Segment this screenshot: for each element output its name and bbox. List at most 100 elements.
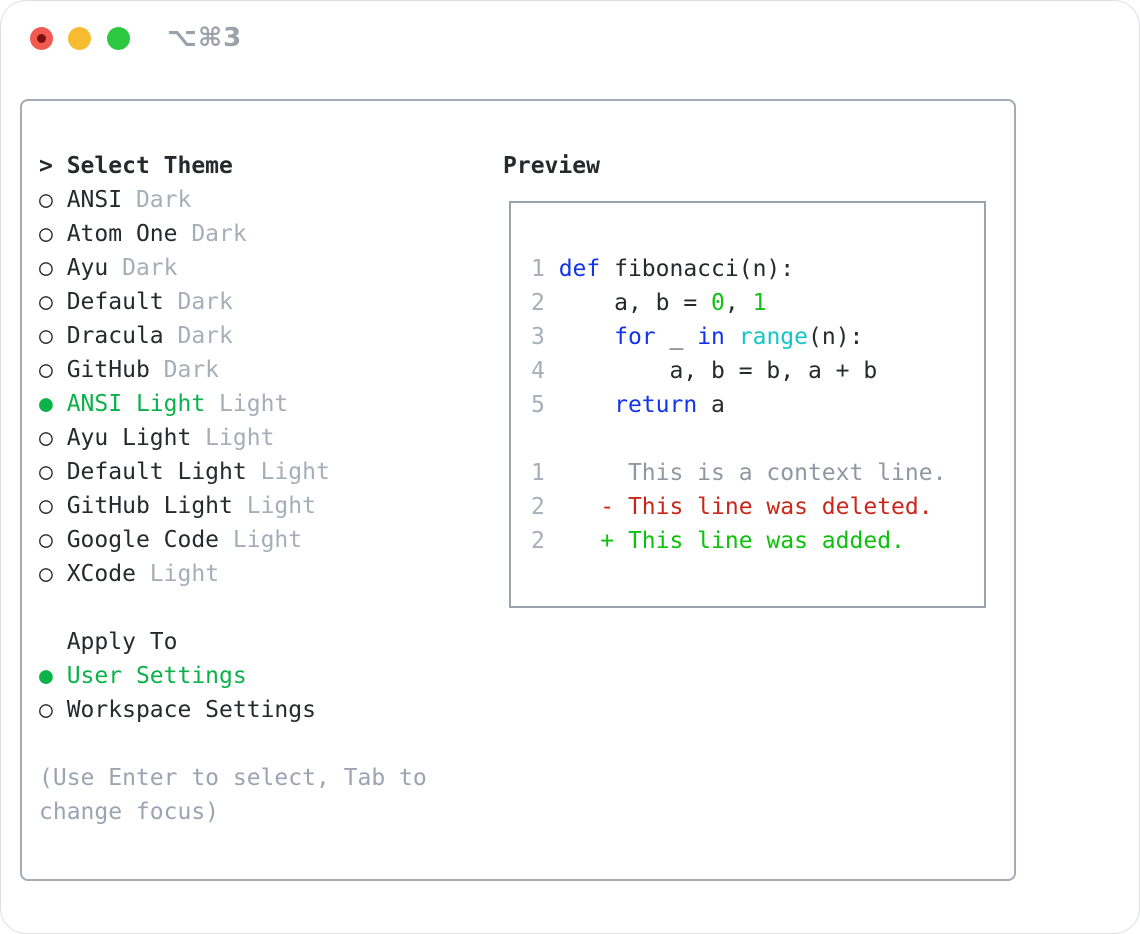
theme-option-label: XCode xyxy=(66,561,136,587)
theme-option-xcode-light[interactable]: ○ XCode Light xyxy=(39,557,427,591)
theme-option-atom-one-dark[interactable]: ○ Atom One Dark xyxy=(39,217,427,251)
theme-variant-label: Light xyxy=(205,391,289,417)
code-line: 5 return a xyxy=(531,388,946,422)
focus-caret-icon: > xyxy=(39,153,67,179)
maximize-button[interactable] xyxy=(107,27,130,50)
radio-unselected-icon: ○ xyxy=(39,187,67,213)
radio-unselected-icon: ○ xyxy=(39,323,67,349)
theme-variant-label: Dark xyxy=(177,221,247,247)
code-token: return xyxy=(614,392,698,418)
theme-option-label: Default xyxy=(66,289,164,315)
code-token: + This line was added. xyxy=(558,528,905,554)
help-text-line: (Use Enter to select, Tab to xyxy=(39,761,427,795)
theme-option-github-light-light[interactable]: ○ GitHub Light Light xyxy=(39,489,427,523)
code-token: in xyxy=(697,324,725,350)
help-text: (Use Enter to select, Tab to xyxy=(39,765,427,791)
line-number: 4 xyxy=(531,358,559,384)
theme-option-label: Atom One xyxy=(66,221,178,247)
code-token: _ xyxy=(655,324,698,350)
help-text: change focus) xyxy=(39,799,220,825)
theme-option-label: ANSI xyxy=(66,187,123,213)
theme-option-google-code-light[interactable]: ○ Google Code Light xyxy=(39,523,427,557)
theme-selector-column: > Select Theme○ ANSI Dark○ Atom One Dark… xyxy=(39,149,427,829)
theme-variant-label: Light xyxy=(135,561,220,587)
code-line: 3 for _ in range(n): xyxy=(531,320,946,354)
code-token: 0 xyxy=(711,290,725,316)
code-line: 1 def fibonacci(n): xyxy=(531,252,946,286)
code-token xyxy=(559,392,614,418)
theme-option-default-light-light[interactable]: ○ Default Light Light xyxy=(39,455,427,489)
theme-option-ayu-dark[interactable]: ○ Ayu Dark xyxy=(39,251,427,285)
line-number: 2 xyxy=(531,528,559,554)
code-line: 1 This is a context line. xyxy=(531,456,946,490)
theme-option-label: Ayu xyxy=(66,255,109,281)
radio-unselected-icon: ○ xyxy=(39,221,67,247)
radio-unselected-icon: ○ xyxy=(39,425,67,451)
theme-option-label: ANSI Light xyxy=(66,391,206,417)
theme-list-title: > Select Theme xyxy=(39,149,427,183)
code-token: , xyxy=(724,290,753,316)
theme-option-github-dark[interactable]: ○ GitHub Dark xyxy=(39,353,427,387)
theme-variant-label: Dark xyxy=(122,187,192,213)
apply-option-label: User Settings xyxy=(66,663,247,689)
code-line: 2 - This line was deleted. xyxy=(531,490,946,524)
theme-option-ansi-light-light[interactable]: ● ANSI Light Light xyxy=(39,387,427,421)
code-line: 4 a, b = b, a + b xyxy=(531,354,946,388)
code-token: This is a context line. xyxy=(558,460,947,486)
theme-option-ayu-light-light[interactable]: ○ Ayu Light Light xyxy=(39,421,427,455)
code-token: a xyxy=(697,392,725,418)
line-number xyxy=(531,426,559,452)
code-line: 2 + This line was added. xyxy=(531,524,946,558)
unsaved-changes-dot xyxy=(37,34,46,43)
theme-variant-label: Dark xyxy=(149,357,220,383)
apply-option-user-settings[interactable]: ● User Settings xyxy=(39,659,427,693)
code-line xyxy=(531,422,946,456)
radio-unselected-icon: ○ xyxy=(39,493,67,519)
radio-unselected-icon: ○ xyxy=(39,527,67,553)
apply-to-title: Apply To xyxy=(39,625,427,659)
line-number: 3 xyxy=(531,324,559,350)
code-token: 1 xyxy=(752,290,767,316)
line-number: 5 xyxy=(531,392,559,418)
line-number: 2 xyxy=(531,290,559,316)
code-token: range xyxy=(738,324,808,350)
apply-to-title-label: Apply To xyxy=(39,629,178,655)
theme-option-dracula-dark[interactable]: ○ Dracula Dark xyxy=(39,319,427,353)
apply-option-workspace-settings[interactable]: ○ Workspace Settings xyxy=(39,693,427,727)
apply-option-label: Workspace Settings xyxy=(66,697,316,723)
radio-unselected-icon: ○ xyxy=(39,289,67,315)
line-number: 1 xyxy=(531,256,559,282)
radio-unselected-icon: ○ xyxy=(39,255,67,281)
radio-unselected-icon: ○ xyxy=(39,697,67,723)
minimize-button[interactable] xyxy=(68,27,91,50)
code-token: a, b = xyxy=(558,290,712,316)
code-token xyxy=(559,324,614,350)
theme-variant-label: Light xyxy=(191,425,275,451)
theme-variant-label: Dark xyxy=(163,289,233,315)
theme-variant-label: Light xyxy=(246,459,330,485)
help-text-line: change focus) xyxy=(39,795,427,829)
spacer xyxy=(39,591,427,625)
close-button[interactable] xyxy=(30,27,53,50)
radio-unselected-icon: ○ xyxy=(39,561,67,587)
preview-box: 1 def fibonacci(n): 2 a, b = 0, 1 3 for _ … xyxy=(509,201,986,608)
theme-variant-label: Light xyxy=(219,527,303,553)
theme-option-label: Ayu Light xyxy=(66,425,192,451)
code-token: (n): xyxy=(808,324,864,350)
main-panel: > Select Theme○ ANSI Dark○ Atom One Dark… xyxy=(20,99,1016,881)
radio-selected-icon: ● xyxy=(39,391,67,417)
line-number: 1 xyxy=(531,460,559,486)
theme-option-ansi-dark[interactable]: ○ ANSI Dark xyxy=(39,183,427,217)
theme-option-label: GitHub xyxy=(66,357,150,383)
code-token: for xyxy=(614,324,656,350)
radio-selected-icon: ● xyxy=(39,663,67,689)
theme-list-title-label: Select Theme xyxy=(66,153,233,179)
code-token: fibonacci(n): xyxy=(600,256,795,282)
line-number: 2 xyxy=(531,494,559,520)
code-token: def xyxy=(558,256,601,282)
theme-option-default-dark[interactable]: ○ Default Dark xyxy=(39,285,427,319)
radio-unselected-icon: ○ xyxy=(39,459,67,485)
theme-option-label: Google Code xyxy=(66,527,220,553)
code-preview: 1 def fibonacci(n): 2 a, b = 0, 1 3 for _ … xyxy=(531,252,946,558)
theme-option-label: Dracula xyxy=(66,323,164,349)
